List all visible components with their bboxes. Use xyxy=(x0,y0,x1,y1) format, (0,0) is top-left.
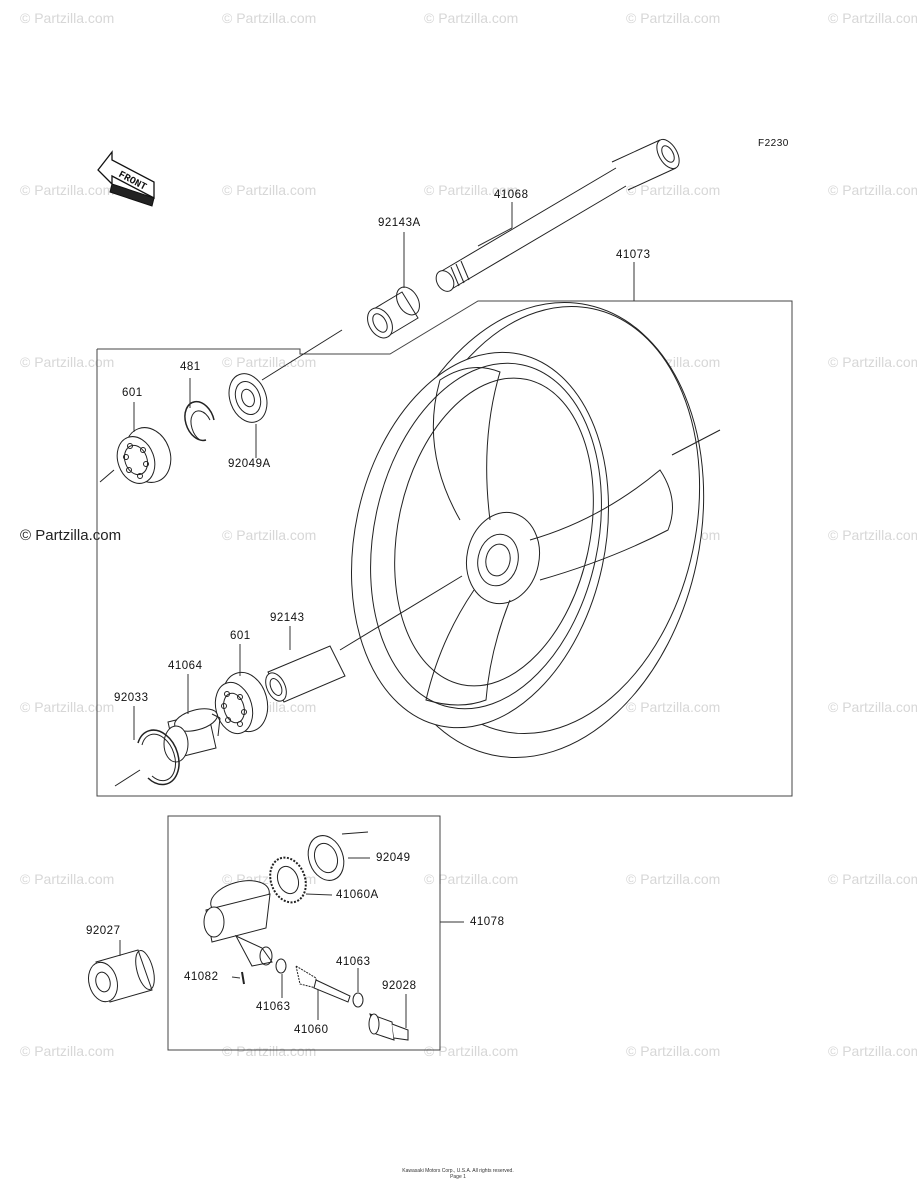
part-label-92049a[interactable]: 92049A xyxy=(228,458,271,470)
front-wheel xyxy=(339,302,721,758)
copyright-line-1: Kawasaki Motors Corp., U.S.A. All rights… xyxy=(402,1168,514,1174)
watermark: © Partzilla.com xyxy=(222,182,317,198)
bearing-601-bottom xyxy=(214,671,269,735)
washer-41063-left xyxy=(275,958,287,974)
watermark: © Partzilla.com xyxy=(828,1043,917,1059)
part-label-601-top[interactable]: 601 xyxy=(122,387,143,399)
part-label-41068[interactable]: 41068 xyxy=(494,189,529,201)
watermark: © Partzilla.com xyxy=(626,1043,721,1059)
part-label-41060[interactable]: 41060 xyxy=(294,1024,329,1036)
part-label-41078[interactable]: 41078 xyxy=(470,916,505,928)
washer-41063-right xyxy=(352,992,364,1008)
copyright-footer: Kawasaki Motors Corp., U.S.A. All rights… xyxy=(308,1168,608,1180)
part-label-41073[interactable]: 41073 xyxy=(616,249,651,261)
watermark: © Partzilla.com xyxy=(424,1043,519,1059)
watermark: © Partzilla.com xyxy=(222,354,317,370)
collar-92143 xyxy=(265,645,346,703)
watermark: © Partzilla.com xyxy=(20,1043,115,1059)
part-label-92027[interactable]: 92027 xyxy=(86,925,121,937)
part-label-92143[interactable]: 92143 xyxy=(270,612,305,624)
leader-lines xyxy=(119,202,635,1028)
copyright-line-2: Page 1 xyxy=(450,1174,466,1180)
wheel-group-outline xyxy=(96,300,793,797)
part-label-41082[interactable]: 41082 xyxy=(184,971,219,983)
part-label-41063-right[interactable]: 41063 xyxy=(336,956,371,968)
part-label-41063-left[interactable]: 41063 xyxy=(256,1001,291,1013)
watermark: © Partzilla.com xyxy=(424,871,519,887)
watermark: © Partzilla.com xyxy=(626,699,721,715)
part-label-92049[interactable]: 92049 xyxy=(376,852,411,864)
watermark: © Partzilla.com xyxy=(20,354,115,370)
watermark: © Partzilla.com xyxy=(222,527,317,543)
watermark: © Partzilla.com xyxy=(20,871,115,887)
part-label-481[interactable]: 481 xyxy=(180,361,201,373)
part-label-92143a[interactable]: 92143A xyxy=(378,217,421,229)
collar-92027 xyxy=(88,949,155,1003)
oil-seal-92049 xyxy=(307,831,369,881)
part-label-41064[interactable]: 41064 xyxy=(168,660,203,672)
watermark: © Partzilla.com xyxy=(222,1043,317,1059)
watermark: © Partzilla.com xyxy=(626,182,721,198)
watermark: © Partzilla.com xyxy=(20,10,115,26)
watermark: © Partzilla.com xyxy=(828,354,917,370)
hub-cover-41064 xyxy=(163,708,221,763)
watermark: © Partzilla.com xyxy=(828,871,917,887)
watermark: © Partzilla.com xyxy=(20,699,115,715)
part-label-601-bottom[interactable]: 601 xyxy=(230,630,251,642)
watermark: © Partzilla.com xyxy=(424,182,519,198)
part-label-92028[interactable]: 92028 xyxy=(382,980,417,992)
gear-housing xyxy=(203,880,273,967)
bushing-92028 xyxy=(368,1013,409,1041)
circlip-92033 xyxy=(114,729,180,787)
watermark: © Partzilla.com xyxy=(626,871,721,887)
watermark: © Partzilla.com xyxy=(828,10,917,26)
pin-41082 xyxy=(241,971,245,985)
oil-seal-92049a xyxy=(228,373,268,423)
watermark: © Partzilla.com xyxy=(828,182,917,198)
front-arrow-icon: FRONT xyxy=(97,150,155,207)
drive-shaft-41060 xyxy=(295,964,351,1003)
circlip-481 xyxy=(184,400,215,442)
watermark: © Partzilla.com xyxy=(626,10,721,26)
collar-92143a xyxy=(367,286,420,339)
part-label-92033[interactable]: 92033 xyxy=(114,692,149,704)
watermark-prominent: © Partzilla.com xyxy=(20,527,122,544)
watermark: © Partzilla.com xyxy=(222,10,317,26)
figure-code: F2230 xyxy=(758,138,789,149)
part-label-41060a[interactable]: 41060A xyxy=(336,889,379,901)
watermark: © Partzilla.com xyxy=(20,182,115,198)
watermark: © Partzilla.com xyxy=(424,10,519,26)
gear-41060a xyxy=(269,856,307,904)
bearing-601-top xyxy=(99,427,172,484)
meter-gear-group-outline xyxy=(167,815,441,1051)
axle-shaft xyxy=(435,138,680,292)
watermark: © Partzilla.com xyxy=(828,527,917,543)
watermark: © Partzilla.com xyxy=(828,699,917,715)
